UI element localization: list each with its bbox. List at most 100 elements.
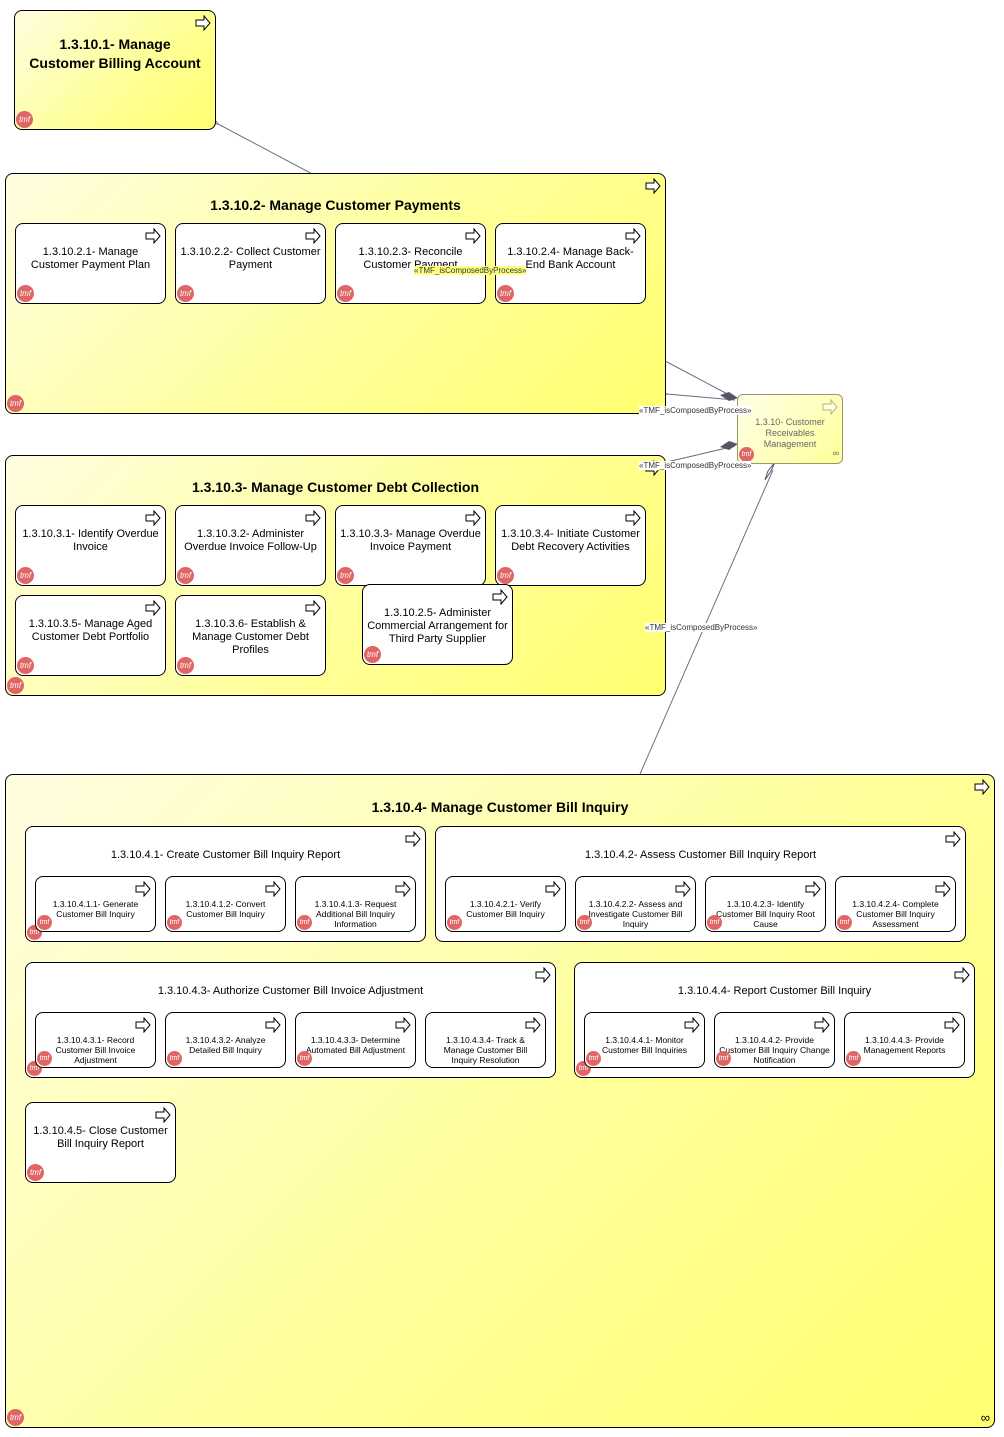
tmf-icon: tmf: [364, 646, 381, 663]
box-label: 1.3.10.4.2.3- Identify Customer Bill Inq…: [716, 899, 815, 930]
connector-b3: [666, 445, 736, 463]
box-label: 1.3.10.4.3.1- Record Customer Bill Invoi…: [55, 1035, 136, 1066]
tmf-icon: tmf: [497, 567, 514, 584]
box-title: 1.3.10.3- Manage Customer Debt Collectio…: [191, 479, 480, 495]
process-box-1-3-10-4-2-4[interactable]: 1.3.10.4.2.4- Complete Customer Bill Inq…: [835, 876, 956, 932]
process-box-1-3-10-4-3-3[interactable]: 1.3.10.4.3.3- Determine Automated Bill A…: [295, 1012, 416, 1068]
process-arrow-icon: [305, 228, 321, 244]
process-box-1-3-10-3-2[interactable]: 1.3.10.3.2- Administer Overdue Invoice F…: [175, 505, 326, 586]
box-label: 1.3.10.4.2.2- Assess and Investigate Cus…: [588, 899, 683, 930]
process-arrow-icon: [525, 1017, 541, 1033]
process-arrow-icon: [974, 779, 990, 795]
box-label: 1.3.10.4.5- Close Customer Bill Inquiry …: [33, 1125, 168, 1151]
process-arrow-icon: [492, 589, 508, 605]
box-label: 1.3.10.4.3.4- Track & Manage Customer Bi…: [443, 1035, 528, 1066]
tmf-icon: tmf: [297, 915, 312, 930]
box-title: 1.3.10.4.2- Assess Customer Bill Inquiry…: [584, 849, 817, 861]
process-box-1-3-10-2-2[interactable]: 1.3.10.2.2- Collect Customer Payment tmf: [175, 223, 326, 304]
process-arrow-icon: [814, 1017, 830, 1033]
tmf-icon: tmf: [17, 567, 34, 584]
process-arrow-icon: [944, 1017, 960, 1033]
process-arrow-icon: [135, 1017, 151, 1033]
process-arrow-icon: [395, 881, 411, 897]
process-box-1-3-10-3-6[interactable]: 1.3.10.3.6- Establish & Manage Customer …: [175, 595, 326, 676]
box-label: 1.3.10.4.4.3- Provide Management Reports: [863, 1035, 946, 1056]
process-box-1-3-10-1[interactable]: 1.3.10.1- Manage Customer Billing Accoun…: [14, 10, 216, 130]
box-label: 1.3.10.4.4.2- Provide Customer Bill Inqu…: [719, 1035, 830, 1066]
process-box-1-3-10-4-3-1[interactable]: 1.3.10.4.3.1- Record Customer Bill Invoi…: [35, 1012, 156, 1068]
box-title: 1.3.10.4.3- Authorize Customer Bill Invo…: [157, 985, 424, 997]
tmf-icon: tmf: [707, 915, 722, 930]
connector-b2: [667, 394, 736, 401]
process-box-1-3-10-4-3-2[interactable]: 1.3.10.4.3.2- Analyze Detailed Bill Inqu…: [165, 1012, 286, 1068]
box-label: 1.3.10.3.6- Establish & Manage Customer …: [192, 618, 309, 657]
box-label: 1.3.10.2.4- Manage Back-End Bank Account: [507, 246, 634, 272]
box-title: 1.3.10.1- Manage Customer Billing Accoun…: [29, 36, 201, 71]
box-label: 1.3.10.4.1.3- Request Additional Bill In…: [314, 899, 397, 930]
process-box-1-3-10-4-4-1[interactable]: 1.3.10.4.4.1- Monitor Customer Bill Inqu…: [584, 1012, 705, 1068]
box-label: 1.3.10.4.2.1- Verify Customer Bill Inqui…: [466, 899, 545, 920]
process-box-1-3-10-3-4[interactable]: 1.3.10.3.4- Initiate Customer Debt Recov…: [495, 505, 646, 586]
tmf-icon: tmf: [7, 1409, 24, 1426]
connector-label: «TMF_isComposedByProcess»: [639, 406, 752, 415]
box-label: 1.3.10.4.1.1- Generate Customer Bill Inq…: [52, 899, 139, 920]
connector-label: «TMF_isComposedByProcess»: [645, 623, 758, 632]
process-arrow-icon: [625, 510, 641, 526]
box-label: 1.3.10.2.5- Administer Commercial Arrang…: [367, 607, 508, 646]
box-label: 1.3.10.3.3- Manage Overdue Invoice Payme…: [340, 528, 481, 554]
connector-label: «TMF_isComposedByProcess»: [414, 266, 527, 275]
box-label: 1.3.10.2.1- Manage Customer Payment Plan: [30, 246, 151, 272]
process-arrow-icon: [545, 881, 561, 897]
box-title: 1.3.10.4.4- Report Customer Bill Inquiry: [677, 985, 872, 997]
box-label: 1.3.10.4.3.2- Analyze Detailed Bill Inqu…: [185, 1035, 266, 1056]
tmf-icon: tmf: [17, 285, 34, 302]
process-box-1-3-10-2-4[interactable]: 1.3.10.2.4- Manage Back-End Bank Account…: [495, 223, 646, 304]
process-box-1-3-10-4-5[interactable]: 1.3.10.4.5- Close Customer Bill Inquiry …: [25, 1102, 176, 1183]
process-arrow-icon: [684, 1017, 700, 1033]
process-box-1-3-10-4-1-1[interactable]: 1.3.10.4.1.1- Generate Customer Bill Inq…: [35, 876, 156, 932]
tmf-icon: tmf: [17, 657, 34, 674]
process-arrow-icon: [405, 831, 421, 847]
process-arrow-icon: [675, 881, 691, 897]
process-box-1-3-10-3-3[interactable]: 1.3.10.3.3- Manage Overdue Invoice Payme…: [335, 505, 486, 586]
process-box-1-3-10-4-1-3[interactable]: 1.3.10.4.1.3- Request Additional Bill In…: [295, 876, 416, 932]
process-box-1-3-10-4-4-2[interactable]: 1.3.10.4.4.2- Provide Customer Bill Inqu…: [714, 1012, 835, 1068]
tmf-icon: tmf: [447, 915, 462, 930]
process-box-1-3-10-4-2-3[interactable]: 1.3.10.4.2.3- Identify Customer Bill Inq…: [705, 876, 826, 932]
tmf-icon: tmf: [577, 915, 592, 930]
process-box-1-3-10-3-5[interactable]: 1.3.10.3.5- Manage Aged Customer Debt Po…: [15, 595, 166, 676]
process-box-1-3-10-4-2-1[interactable]: 1.3.10.4.2.1- Verify Customer Bill Inqui…: [445, 876, 566, 932]
box-label: 1.3.10.4.4.1- Monitor Customer Bill Inqu…: [601, 1035, 688, 1056]
box-title: 1.3.10.2- Manage Customer Payments: [210, 197, 461, 213]
process-box-1-3-10-4-1-2[interactable]: 1.3.10.4.1.2- Convert Customer Bill Inqu…: [165, 876, 286, 932]
process-arrow-icon: [935, 881, 951, 897]
process-arrow-icon: [305, 510, 321, 526]
process-arrow-icon: [145, 510, 161, 526]
box-label: 1.3.10.2.2- Collect Customer Payment: [180, 246, 321, 272]
link-icon: ∞: [980, 1410, 990, 1425]
process-box-1-3-10-4-2-2[interactable]: 1.3.10.4.2.2- Assess and Investigate Cus…: [575, 876, 696, 932]
process-arrow-icon: [822, 399, 838, 415]
process-box-1-3-10-2-1[interactable]: 1.3.10.2.1- Manage Customer Payment Plan…: [15, 223, 166, 304]
process-arrow-icon: [954, 967, 970, 983]
process-box-1-3-10-2-5[interactable]: 1.3.10.2.5- Administer Commercial Arrang…: [362, 584, 513, 665]
box-label: 1.3.10.3.2- Administer Overdue Invoice F…: [184, 528, 317, 554]
process-arrow-icon: [265, 1017, 281, 1033]
box-label: 1.3.10.4.3.3- Determine Automated Bill A…: [305, 1035, 406, 1056]
process-arrow-icon: [645, 178, 661, 194]
tmf-icon: tmf: [7, 677, 24, 694]
tmf-icon: tmf: [167, 915, 182, 930]
process-arrow-icon: [945, 831, 961, 847]
process-arrow-icon: [465, 228, 481, 244]
process-box-1-3-10-root[interactable]: 1.3.10- Customer Receivables Management …: [737, 394, 843, 464]
process-arrow-icon: [195, 15, 211, 31]
process-arrow-icon: [395, 1017, 411, 1033]
process-box-1-3-10-4-4-3[interactable]: 1.3.10.4.4.3- Provide Management Reports…: [844, 1012, 965, 1068]
process-box-1-3-10-3-1[interactable]: 1.3.10.3.1- Identify Overdue Invoice tmf: [15, 505, 166, 586]
process-box-1-3-10-4-3-4[interactable]: 1.3.10.4.3.4- Track & Manage Customer Bi…: [425, 1012, 546, 1068]
box-label: 1.3.10.3.4- Initiate Customer Debt Recov…: [501, 528, 640, 554]
tmf-icon: tmf: [177, 285, 194, 302]
diamond-2: [720, 441, 738, 450]
process-box-1-3-10-2-3[interactable]: 1.3.10.2.3- Reconcile Customer Payment t…: [335, 223, 486, 304]
tmf-icon: tmf: [167, 1051, 182, 1066]
